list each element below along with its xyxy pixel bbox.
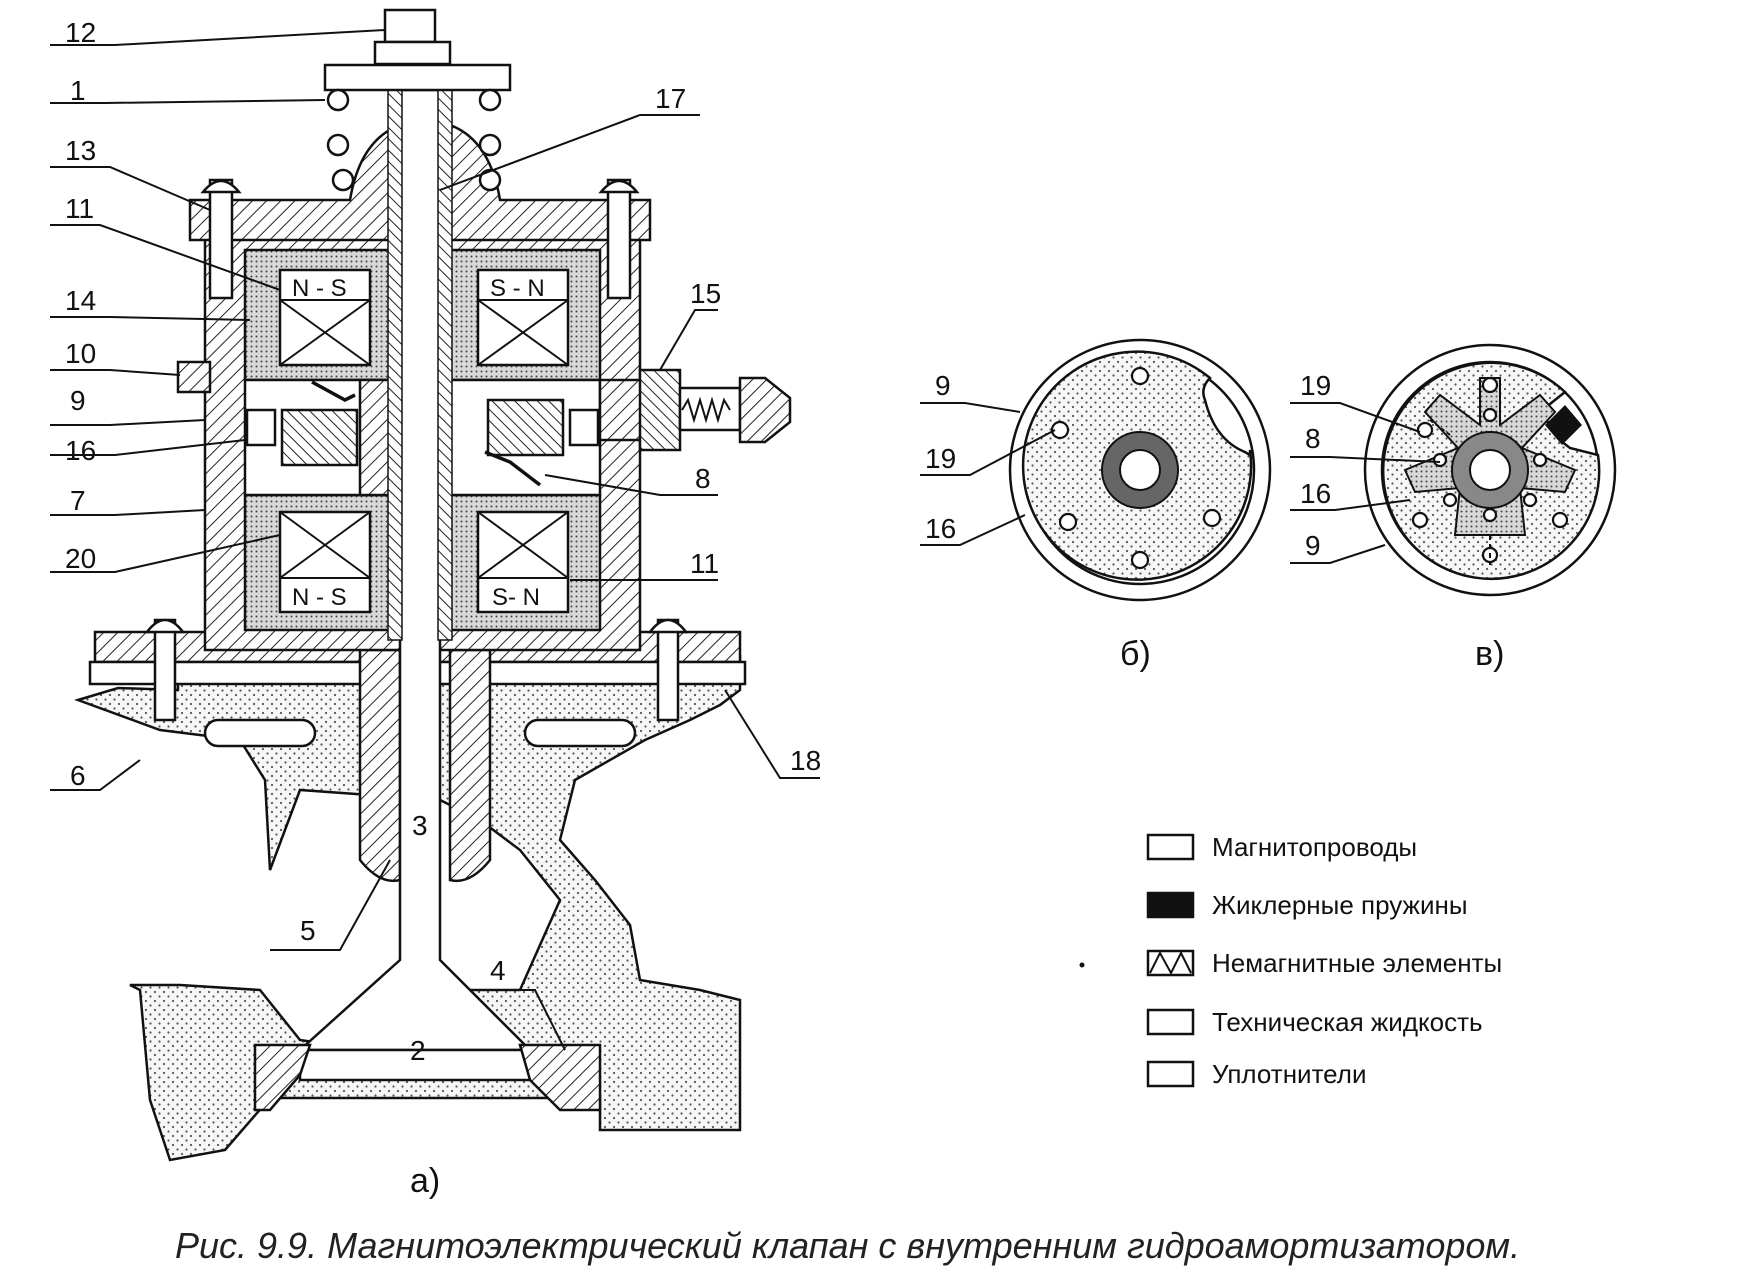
callout-b-9: 9 — [935, 370, 951, 401]
view-c-section: 19 8 16 9 в) — [1290, 343, 1617, 673]
legend-text-3: Техническая жидкость — [1212, 1007, 1483, 1037]
callout-12: 12 — [65, 17, 96, 48]
cover-screw-left — [200, 178, 242, 300]
callout-leaders-c — [1290, 402, 1441, 564]
jet-spring-right — [484, 450, 542, 487]
spring-retainer — [323, 63, 512, 92]
callout-20: 20 — [65, 543, 96, 574]
stem-nut — [383, 8, 437, 44]
armature-left — [280, 408, 359, 467]
callout-b-16: 16 — [925, 513, 956, 544]
port-slot-right — [523, 718, 637, 748]
callout-c-8: 8 — [1305, 423, 1321, 454]
callout-10: 10 — [65, 338, 96, 369]
callout-15: 15 — [690, 278, 721, 309]
legend-swatch-1 — [1146, 891, 1195, 919]
legend-swatch-0 — [1146, 833, 1195, 861]
coil-mark-1: N - S — [292, 275, 347, 302]
callout-6: 6 — [70, 760, 86, 791]
legend-swatch-3 — [1146, 1008, 1195, 1036]
seal-ring-right — [568, 408, 600, 447]
legend-text-0: Магнитопроводы — [1212, 832, 1417, 862]
callout-c-19: 19 — [1300, 370, 1331, 401]
view-a-label: а) — [410, 1162, 440, 1200]
inner-number-2: 2 — [410, 1035, 426, 1066]
jet-spring-c — [1545, 405, 1582, 445]
callout-18: 18 — [790, 745, 821, 776]
callout-13: 13 — [65, 135, 96, 166]
callout-11-bottom: 11 — [690, 548, 719, 579]
valve-seat-right — [518, 1043, 602, 1112]
legend-swatch-4 — [1146, 1060, 1195, 1088]
callout-8: 8 — [695, 463, 711, 494]
jet-spring-left — [311, 380, 356, 402]
view-c-label: в) — [1475, 635, 1504, 673]
valve-seat-left — [253, 1043, 312, 1112]
stem-sleeve-left — [387, 89, 403, 641]
callout-leaders-b — [920, 402, 1056, 546]
cover-screw-right — [598, 178, 640, 300]
view-b-section: 9 19 16 б) — [920, 338, 1272, 673]
inner-number-3: 3 — [412, 810, 428, 841]
callout-17: 17 — [655, 83, 686, 114]
callout-16: 16 — [65, 435, 96, 466]
callout-1: 1 — [70, 75, 86, 106]
port-slot-left — [203, 718, 317, 748]
orifices-b — [1050, 366, 1222, 570]
coil-mark-3: N - S — [292, 584, 347, 611]
flange-screw-right — [647, 618, 689, 722]
valve-spring — [326, 88, 502, 192]
callout-leaders-right — [439, 114, 820, 1051]
callout-c-9: 9 — [1305, 530, 1321, 561]
legend: Магнитопроводы Жиклерные пружины Немагни… — [1079, 832, 1502, 1089]
coil-upper-right — [476, 268, 570, 367]
callout-5: 5 — [300, 915, 316, 946]
orifices-c — [1411, 376, 1569, 564]
callout-c-16: 16 — [1300, 478, 1331, 509]
legend-text-1: Жиклерные пружины — [1212, 890, 1468, 920]
callout-leaders-left — [50, 29, 391, 951]
legend-text-2: Немагнитные элементы — [1212, 948, 1502, 978]
view-a-section: N - S S - N N - S S- N 3 2 — [50, 8, 821, 1200]
callout-b-19: 19 — [925, 443, 956, 474]
flange-screw-left — [144, 618, 186, 722]
callout-4: 4 — [490, 955, 506, 986]
legend-text-4: Уплотнители — [1212, 1059, 1366, 1089]
coil-mark-4: S- N — [492, 584, 540, 611]
coil-lower-left — [278, 510, 372, 614]
seal-ring-left — [245, 408, 277, 447]
armature-right — [486, 398, 565, 457]
coil-mark-2: S - N — [490, 275, 545, 302]
figure-caption: Рис. 9.9. Магнитоэлектрический клапан с … — [175, 1225, 1520, 1266]
coil-lower-right — [476, 510, 570, 614]
callout-11-top: 11 — [65, 193, 94, 224]
damper-fitting — [598, 368, 792, 452]
stem-washer — [373, 40, 452, 66]
stem-sleeve-right — [437, 89, 453, 641]
callout-7: 7 — [70, 485, 86, 516]
view-b-label: б) — [1120, 635, 1151, 673]
side-plug — [176, 360, 212, 394]
coil-upper-left — [278, 268, 372, 367]
callout-14: 14 — [65, 285, 96, 316]
callout-9: 9 — [70, 385, 86, 416]
